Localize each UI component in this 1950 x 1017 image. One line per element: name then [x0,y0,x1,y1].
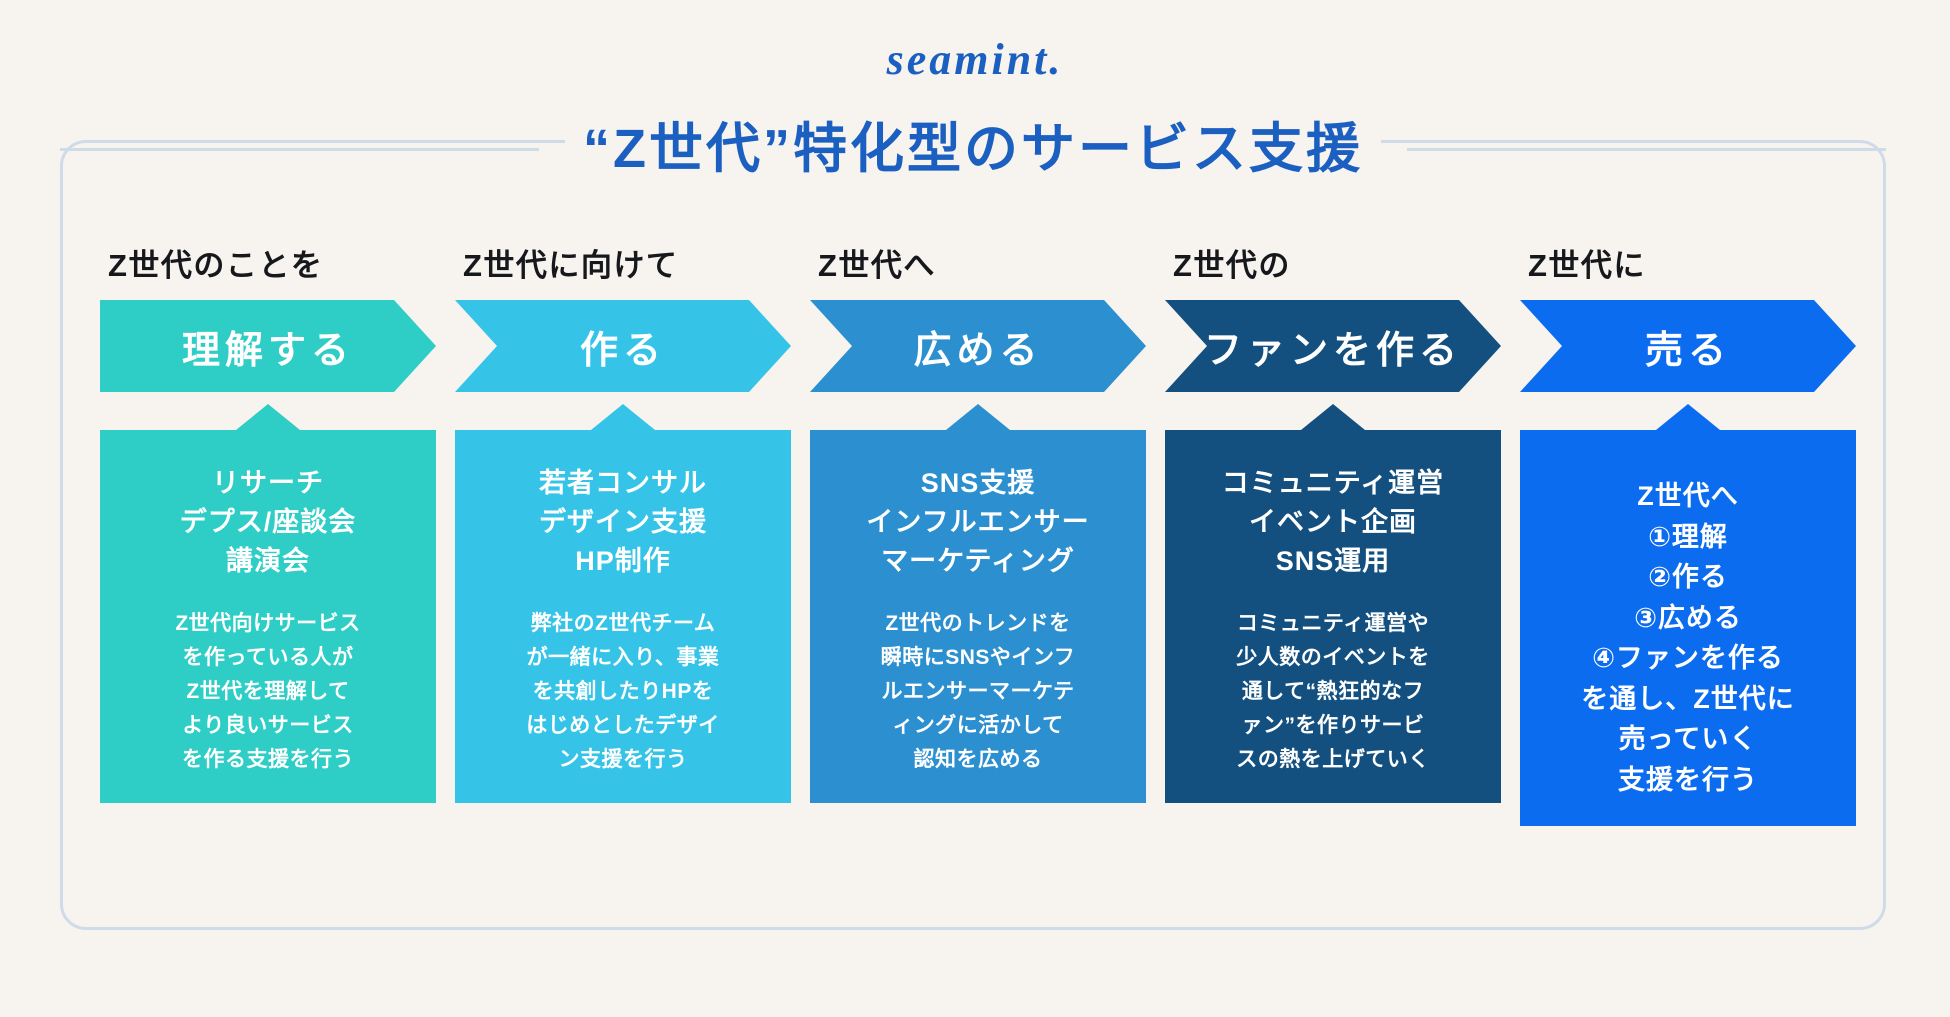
step-chevron-3[interactable]: 広める [810,300,1146,392]
step-card-5: Z世代へ ①理解 ②作る ③広める ④ファンを作る を通し、Z世代に 売っていく… [1520,404,1856,826]
step-label-5: Z世代に [1528,248,1646,283]
step-card-body-2: 弊社のZ世代チーム が一緒に入り、事業 を共創したりHPを はじめとしたデザイ … [526,611,720,771]
step-chevron-4[interactable]: ファンを作る [1165,300,1501,392]
step-card-3: SNS支援 インフルエンサー マーケティング Z世代のトレンドを 瞬時にSNSや… [810,404,1146,803]
step-card-body-3: Z世代のトレンドを 瞬時にSNSやインフ ルエンサーマーケテ ィングに活かして … [880,611,1076,771]
step-label-1: Z世代のことを [108,248,324,283]
step-chevron-1[interactable]: 理解する [100,300,436,392]
step-column-4: Z世代の ファンを作る コミュニティ運営 イベント企画 SNS運用 コミュニティ… [1165,246,1501,896]
step-card-body-4: コミュニティ運営や 少人数のイベントを 通して“熱狂的なフ ァン”を作りサービ … [1236,611,1430,771]
steps-container: Z世代のことを 理解する リサーチ デプス/座談会 講演会 Z世代向けサービス … [100,246,1856,896]
step-card-head-5: Z世代へ ①理解 ②作る ③広める ④ファンを作る を通し、Z世代に 売っていく… [1581,481,1795,795]
brand-logo: seamint. [886,35,1064,84]
step-chevron-5[interactable]: 売る [1520,300,1856,392]
page-title: “Z世代”特化型のサービス支援 [565,122,1381,176]
step-label-4: Z世代の [1173,248,1291,283]
card-notch-icon-2 [591,404,655,430]
card-notch-icon-4 [1301,404,1365,430]
step-card-2: 若者コンサル デザイン支援 HP制作 弊社のZ世代チーム が一緒に入り、事業 を… [455,404,791,803]
card-notch-icon-3 [946,404,1010,430]
step-column-5: Z世代に 売る Z世代へ ①理解 ②作る ③広める ④ファンを作る を通し、Z世… [1520,246,1856,896]
step-label-2: Z世代に向けて [463,248,679,283]
card-notch-icon-5 [1656,404,1720,430]
step-card-head-1: リサーチ デプス/座談会 講演会 [179,468,357,576]
step-card-4: コミュニティ運営 イベント企画 SNS運用 コミュニティ運営や 少人数のイベント… [1165,404,1501,803]
step-card-head-4: コミュニティ運営 イベント企画 SNS運用 [1221,468,1445,576]
title-row: “Z世代”特化型のサービス支援 [60,118,1887,180]
step-card-head-2: 若者コンサル デザイン支援 HP制作 [539,468,707,576]
step-card-head-3: SNS支援 インフルエンサー マーケティング [866,468,1090,576]
card-notch-icon-1 [236,404,300,430]
step-card-1: リサーチ デプス/座談会 講演会 Z世代向けサービス を作っている人が Z世代を… [100,404,436,803]
step-column-3: Z世代へ 広める SNS支援 インフルエンサー マーケティング Z世代のトレンド… [810,246,1146,896]
title-rule-left [60,147,540,151]
step-chevron-2[interactable]: 作る [455,300,791,392]
step-card-body-1: Z世代向けサービス を作っている人が Z世代を理解して より良いサービス を作る… [175,611,361,771]
title-rule-right [1407,147,1887,151]
step-label-3: Z世代へ [818,248,936,283]
step-column-1: Z世代のことを 理解する リサーチ デプス/座談会 講演会 Z世代向けサービス … [100,246,436,896]
step-column-2: Z世代に向けて 作る 若者コンサル デザイン支援 HP制作 弊社のZ世代チーム … [455,246,791,896]
